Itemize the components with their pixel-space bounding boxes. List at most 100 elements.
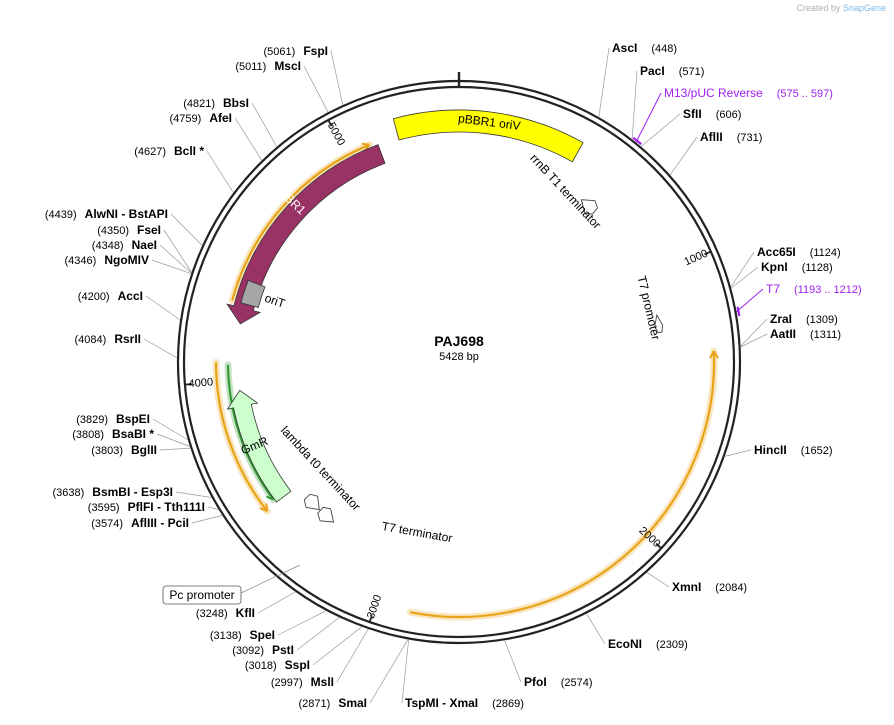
backbone <box>176 72 742 645</box>
smai-name: SmaI <box>338 696 367 710</box>
backbone-inner-circle <box>182 85 736 639</box>
site-kfli[interactable]: KflI(3248) <box>196 606 255 620</box>
site-pfoi[interactable]: PfoI(2574) <box>524 675 592 689</box>
afliii-name: AflIII - PciI <box>131 516 189 530</box>
tick-mark <box>655 542 662 549</box>
site-psti[interactable]: PstI(3092) <box>232 643 294 657</box>
sspi-leader <box>312 626 363 666</box>
m13puc-leader <box>635 92 662 143</box>
site-ngomiv[interactable]: NgoMIV(4346) <box>65 253 149 267</box>
alwni-position: (4439) <box>45 209 77 221</box>
site-m13puc[interactable]: M13/pUC Reverse(575 .. 597) <box>664 86 833 100</box>
asci-leader <box>598 47 610 118</box>
tspmi-position: (2869) <box>492 698 524 710</box>
zrai-position: (1309) <box>806 314 838 326</box>
smai-position: (2871) <box>299 698 331 710</box>
credit-prefix: Created by <box>796 3 841 13</box>
bglii-name: BglII <box>131 443 157 457</box>
site-aflii[interactable]: AflII(731) <box>700 130 762 144</box>
site-bsmbi[interactable]: BsmBI - Esp3I(3638) <box>53 485 173 499</box>
site-zrai[interactable]: ZraI (1309) <box>770 312 838 326</box>
fspi-position: (5061) <box>264 46 296 58</box>
site-bbsi[interactable]: BbsI(4821) <box>183 96 249 110</box>
acci-name: AccI <box>118 289 143 303</box>
site-xmni[interactable]: XmnI (2084) <box>672 580 747 594</box>
acc65i-leader <box>730 251 755 288</box>
t7-terminator-label: T7 terminator <box>381 519 454 545</box>
m13puc-name: M13/pUC Reverse <box>664 86 763 100</box>
site-kpni[interactable]: KpnI(1128) <box>761 260 833 274</box>
fsei-name: FseI <box>137 223 161 237</box>
asci-name: AscI <box>612 41 637 55</box>
site-fsei[interactable]: FseI(4350) <box>97 223 161 237</box>
feature-orit <box>240 279 266 308</box>
site-asci[interactable]: AscI(448) <box>612 41 677 55</box>
site-tspmi[interactable]: TspMI - XmaI(2869) <box>405 696 524 710</box>
tick-label: 4000 <box>188 376 213 390</box>
orf-4-arc <box>226 364 275 501</box>
site-msli[interactable]: MslI(2997) <box>271 675 334 689</box>
bglii-leader <box>159 447 191 451</box>
site-t7[interactable]: T7(1193 .. 1212) <box>766 282 862 296</box>
sspi-position: (3018) <box>245 660 277 672</box>
kpni-name: KpnI <box>761 260 788 274</box>
site-pflfi[interactable]: PflFI - Tth111I(3595) <box>88 500 205 514</box>
tick-label: 5000 <box>325 120 347 147</box>
bspei-leader <box>152 418 189 441</box>
site-labels: AscI(448) PacI(571) M13/pUC Reverse(575 ..… <box>45 41 862 710</box>
site-bglii[interactable]: BglII(3803) <box>91 443 157 457</box>
bcli-name: BclI * <box>174 144 204 158</box>
pfoi-position: (2574) <box>561 677 593 689</box>
rsrii-name: RsrII <box>114 332 141 346</box>
zrai-name: ZraI <box>770 312 792 326</box>
site-bcli[interactable]: BclI *(4627) <box>134 144 204 158</box>
msci-leader <box>303 65 329 113</box>
psti-leader <box>296 617 340 651</box>
snapgene-credit: Created by SnapGene <box>796 3 886 13</box>
site-bspei[interactable]: BspEI(3829) <box>76 412 150 426</box>
aflii-position: (731) <box>737 132 763 144</box>
feature-pbbr1-rep <box>226 144 386 325</box>
site-msci[interactable]: MscI(5011) <box>235 59 301 73</box>
econi-name: EcoNI <box>608 637 642 651</box>
t7-name: T7 <box>766 282 780 296</box>
tick-mark <box>368 615 373 623</box>
site-rsrii[interactable]: RsrII(4084) <box>75 332 141 346</box>
xmni-position: (2084) <box>715 582 747 594</box>
site-sfii[interactable]: SfII(606) <box>683 107 741 121</box>
naei-name: NaeI <box>132 238 157 252</box>
site-sspi[interactable]: SspI(3018) <box>245 658 310 672</box>
tick-mark <box>327 119 333 127</box>
econi-position: (2309) <box>656 639 688 651</box>
site-paci[interactable]: PacI(571) <box>640 64 704 78</box>
aatii-leader <box>740 333 768 348</box>
site-afliii[interactable]: AflIII - PciI(3574) <box>91 516 189 530</box>
site-econi[interactable]: EcoNI (2309) <box>608 637 688 651</box>
snapgene-logo: SnapGene <box>842 3 886 13</box>
site-acci[interactable]: AccI(4200) <box>78 289 143 303</box>
tick-mark <box>704 250 712 256</box>
site-hincii[interactable]: HincII(1652) <box>754 443 832 457</box>
tick-label: 1000 <box>683 247 710 268</box>
ngomiv-position: (4346) <box>65 255 97 267</box>
xmni-name: XmnI <box>672 580 701 594</box>
site-spei[interactable]: SpeI(3138) <box>210 628 275 642</box>
orit-label: oriT <box>263 291 288 311</box>
site-smai[interactable]: SmaI (2871) <box>299 696 367 710</box>
bsabi-name: BsaBI * <box>112 427 154 441</box>
pflfi-position: (3595) <box>88 502 120 514</box>
bsmbi-leader <box>175 491 212 498</box>
acci-leader <box>145 295 181 321</box>
site-aatii[interactable]: AatII(1311) <box>770 327 841 341</box>
kfli-position: (3248) <box>196 608 228 620</box>
fspi-name: FspI <box>303 44 328 58</box>
site-fspi[interactable]: FspI (5061) <box>264 44 328 58</box>
site-bsabi[interactable]: BsaBI *(3808) <box>72 427 154 441</box>
site-naei[interactable]: NaeI(4348) <box>92 238 157 252</box>
site-acc65i[interactable]: Acc65I(1124) <box>757 245 841 259</box>
afei-leader <box>234 117 263 161</box>
site-afei[interactable]: AfeI(4759) <box>170 111 232 125</box>
site-alwni[interactable]: AlwNI - BstAPI(4439) <box>45 207 168 221</box>
acc65i-name: Acc65I <box>757 245 796 259</box>
orf-2-head <box>259 503 269 513</box>
